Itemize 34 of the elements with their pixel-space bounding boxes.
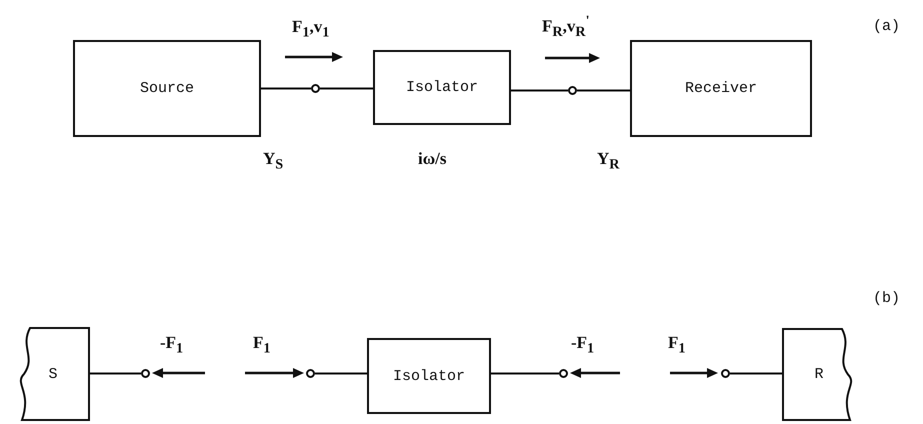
connector-line [730, 372, 782, 374]
terminal-circle [559, 369, 568, 378]
symbol-label: F$_{1}$,v$_{1}$ [292, 18, 330, 40]
block-box [630, 40, 812, 137]
block-label: Isolator [392, 368, 465, 384]
terminal-circle [721, 369, 730, 378]
symbol-label: Y$_{S}$ [263, 150, 284, 172]
block-label: Source [140, 80, 194, 97]
block-box [373, 50, 511, 125]
block-label: S [48, 366, 58, 382]
connector-line [320, 88, 373, 90]
symbol-label: F$_{1}$ [253, 334, 270, 356]
connector-line [491, 372, 559, 374]
symbol-label: -F$_{1}$ [160, 334, 184, 356]
symbol-label: -F$_{1}$ [571, 334, 594, 356]
symbol-label: Y$_{R}$ [597, 150, 620, 172]
block-label: Isolator [406, 79, 478, 96]
symbol-label: F$_{1}$ [668, 334, 686, 356]
panel-tag: (b) [873, 290, 900, 307]
connector-line [90, 372, 141, 374]
panel-tag: (a) [873, 18, 900, 35]
terminal-circle [311, 84, 320, 93]
connector-line [261, 88, 311, 90]
block-box [73, 40, 261, 137]
block-box [367, 338, 491, 414]
connector-line [577, 90, 630, 92]
terminal-circle [306, 369, 315, 378]
terminal-circle [568, 86, 577, 95]
connector-line [511, 90, 568, 92]
symbol-label: iω/s [418, 150, 446, 167]
connector-line [315, 372, 367, 374]
terminal-circle [141, 369, 150, 378]
block-label: Receiver [684, 80, 757, 97]
block-label: R [814, 366, 824, 383]
